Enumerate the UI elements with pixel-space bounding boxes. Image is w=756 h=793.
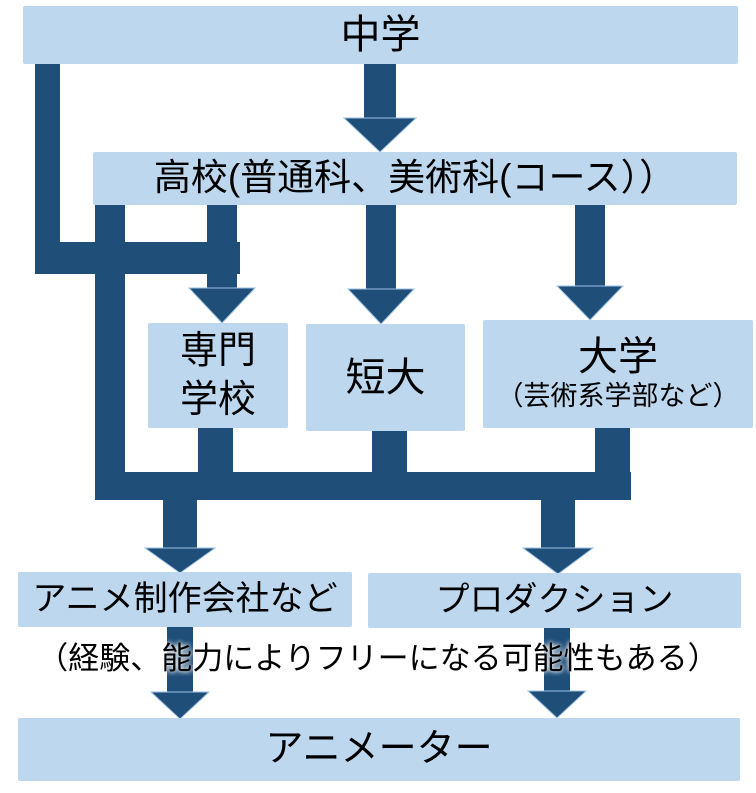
arrow-animeco-to-animator-head [149,691,211,720]
arrow-collector-to-production-head [521,547,595,575]
freelance-note: （経験、能力によりフリーになる可能性もある） [37,641,719,676]
node-anime-production-company: アニメ制作会社など [18,572,352,627]
arrow-koko-to-senmon-stem [207,200,237,289]
node-middle-school: 中学 [23,6,738,64]
arrow-collector-to-animeco-head [143,547,217,574]
arrow-koko-to-daigaku-stem [575,200,605,287]
arrow-animeco-to-animator-stem [167,625,193,694]
node-production-studio-label: プロダクション [435,581,674,620]
arrow-production-to-animator-head [526,690,588,719]
node-junior-college-label: 短大 [345,355,426,400]
arrow-koko-to-senmon-head [187,287,257,324]
node-vocational-school-label-line2: 学校 [179,378,256,421]
bypass-bar-from-chugaku [35,58,60,274]
node-high-school-label: 高校(普通科、美術科(コース）） [153,157,677,199]
stem-tandai-to-collector [372,427,407,473]
node-junior-college: 短大 [306,324,465,431]
drop-bar-koko-to-collector [95,200,125,500]
node-animator-label: アニメーター [265,727,493,770]
node-university-label: 大学 [578,335,658,380]
node-middle-school-label: 中学 [340,13,421,57]
node-vocational-school: 専門 学校 [148,323,288,428]
arrow-koko-to-tandai-head [346,288,416,325]
stem-daigaku-to-collector [595,425,630,473]
node-high-school: 高校(普通科、美術科(コース）） [93,152,737,205]
arrow-chugaku-to-koko-stem [364,58,396,120]
arrow-collector-to-animeco-stem [163,498,197,549]
collector-bar [95,472,631,500]
arrow-collector-to-production-stem [541,498,575,549]
node-university: 大学 （芸術系学部など） [483,320,753,428]
arrow-koko-to-daigaku-head [555,285,625,321]
node-animator: アニメーター [18,718,740,781]
node-production-studio: プロダクション [368,573,741,628]
node-anime-production-company-label: アニメ制作会社など [32,580,338,619]
arrow-koko-to-tandai-stem [366,200,396,290]
junction-bar-horizontal [35,242,240,274]
arrow-chugaku-to-koko-head [342,117,418,153]
node-university-sublabel: （芸術系学部など） [496,381,740,412]
arrow-production-to-animator-stem [544,626,570,693]
stem-senmon-to-collector [198,425,233,473]
node-vocational-school-label-line1: 専門 [179,329,256,372]
